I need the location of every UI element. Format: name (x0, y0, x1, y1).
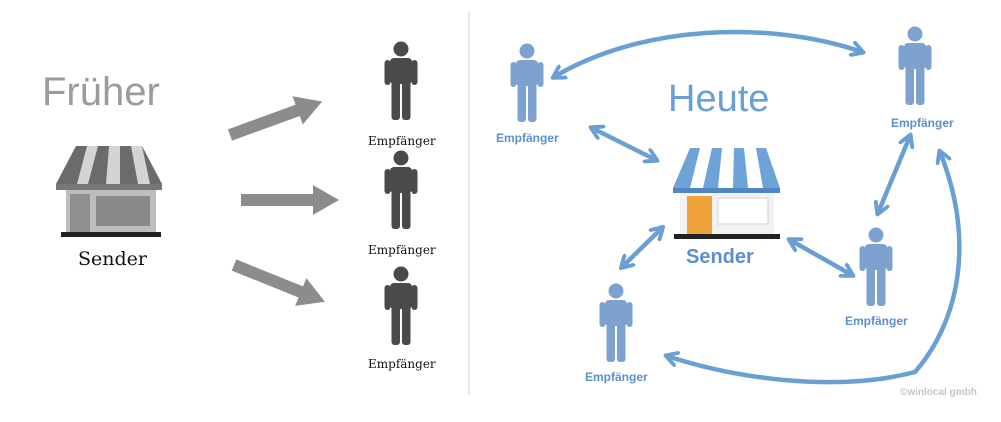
receiver-label-new-4: Empfänger (585, 370, 648, 384)
person-icon-old-3 (384, 266, 418, 345)
arrow-blue-left (592, 128, 656, 160)
receiver-label-old-3: Empfänger (368, 357, 436, 371)
receiver-label-new-2: Empfänger (891, 116, 954, 130)
person-icon-new-2 (898, 26, 932, 105)
title-frueher: Früher (42, 70, 160, 114)
arrow-gray-2 (241, 185, 339, 215)
arrow-blue-bottom-left (622, 228, 662, 267)
arrow-blue-loop (667, 152, 962, 385)
arrow-blue-far-right (878, 136, 910, 213)
sender-label-new: Sender (686, 246, 754, 268)
arrow-gray-1 (227, 96, 323, 141)
arrow-gray-3 (231, 259, 325, 306)
arrow-blue-right (790, 240, 852, 275)
receiver-label-new-1: Empfänger (496, 131, 559, 145)
store-icon-old (56, 146, 162, 237)
copyright-notice: ©winlocal gmbh (900, 387, 977, 398)
receiver-label-old-1: Empfänger (368, 134, 436, 148)
store-icon-new (673, 148, 780, 239)
receiver-label-old-2: Empfänger (368, 243, 436, 257)
person-icon-new-3 (859, 227, 893, 306)
person-icon-new-1 (510, 43, 544, 122)
arrow-blue-top (554, 29, 862, 77)
person-icon-new-4 (599, 283, 633, 362)
receiver-label-new-3: Empfänger (845, 314, 908, 328)
title-heute: Heute (668, 78, 770, 120)
person-icon-old-2 (384, 150, 418, 229)
sender-label-old: Sender (78, 248, 147, 270)
person-icon-old-1 (384, 41, 418, 120)
